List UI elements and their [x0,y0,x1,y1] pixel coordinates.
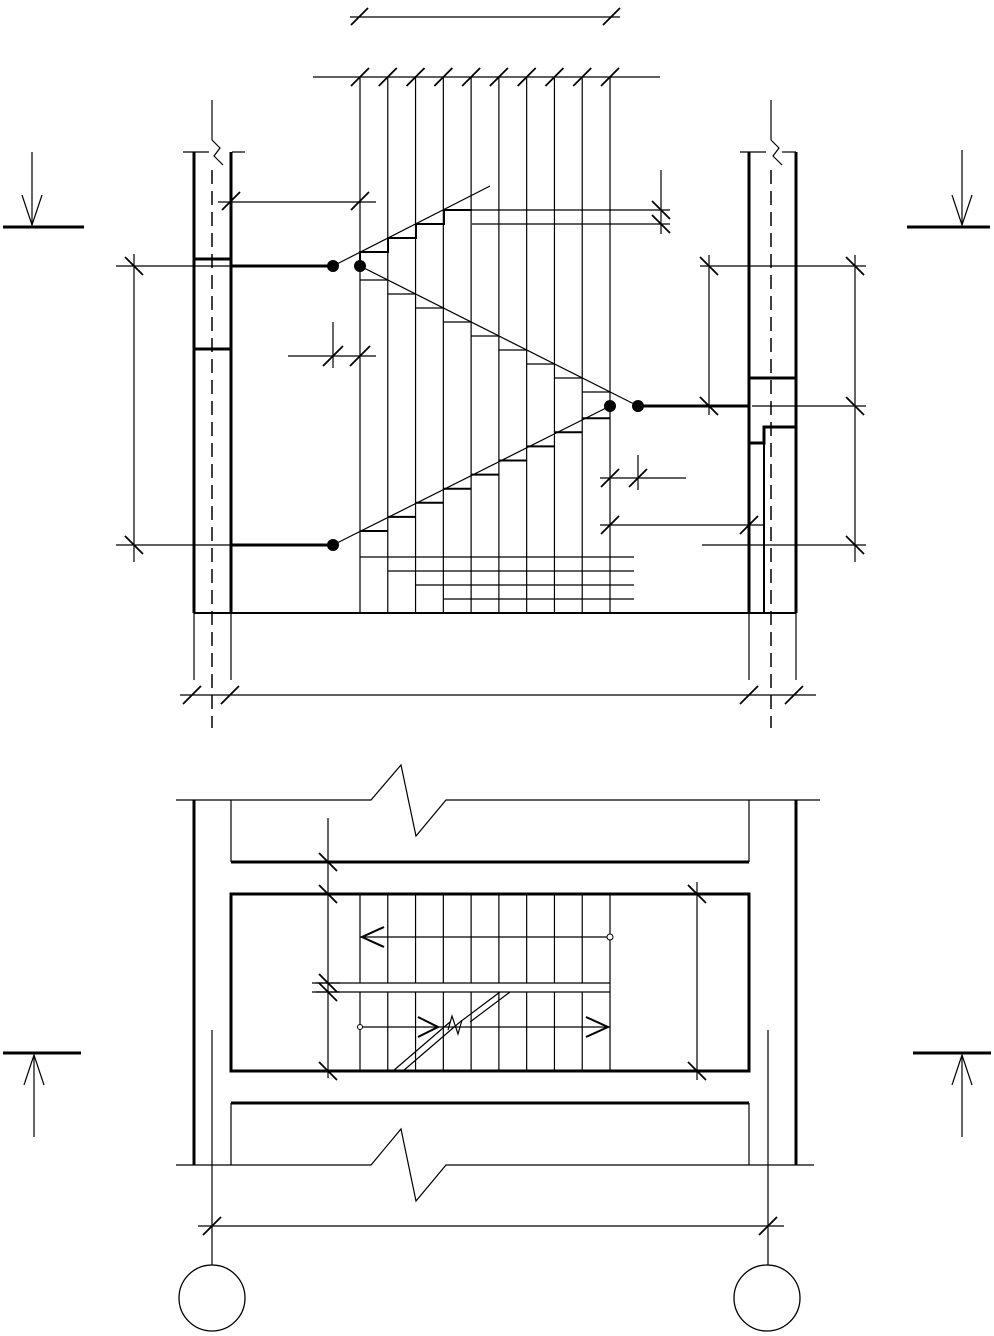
left-wall [183,100,245,728]
plan-top-room [230,800,750,864]
top-dimension-tick [489,67,509,87]
top-dimension-tick [433,67,453,87]
top-dimension-tick [350,67,370,87]
top-dimension-tick [600,67,620,87]
section-marker-left-top [3,152,84,229]
lower-flight-slope [332,405,611,546]
left-height-dimension [116,254,231,562]
plan-bottom-break-line [176,1127,814,1203]
top-dimension-tick [405,67,426,87]
plan-dimensions [316,818,707,1081]
top-dimension-tick [378,67,398,87]
section-marker-left-bottom [3,1051,81,1137]
up-flight-arrow [357,1016,611,1038]
node-upper-landing-right [354,260,366,272]
section-marker-right-bottom [913,1051,991,1137]
node-mid-landing-right [632,400,644,412]
base-hatch [360,556,634,600]
down-flight-arrow [359,926,614,948]
top-dimension-tick [572,67,592,87]
node-mid-landing-left [604,400,616,412]
plan-top-break-line [176,763,820,838]
plan-handrail [312,982,611,993]
plan-bottom-room [230,1101,750,1165]
tread-grid-lines [359,77,611,613]
bottom-width-dimension [180,685,816,705]
right-height-dimensions [699,255,866,562]
top-dimension-tick [461,67,481,87]
axis-bubble-right [733,1264,801,1332]
upper-flight-slope [359,265,639,407]
top-dimension-tick [544,67,565,87]
top-dimension-tick [517,67,537,87]
plan-tread-lines [359,894,611,1071]
plan-stairwell [229,892,751,1073]
plan-axis-dimension [198,1030,784,1265]
top-dimensions [313,7,660,87]
stair-section-elevation [116,7,866,728]
upper-rising-steps [332,185,491,267]
detail-dimensions [218,170,764,535]
stair-plan [176,763,820,1332]
node-upper-landing-left [327,260,339,272]
upper-flight-steps [360,279,610,393]
section-marker-right-top [907,150,990,229]
right-wall [740,100,798,728]
lower-flight-steps [360,417,610,532]
node-ground-landing [327,539,339,551]
axis-bubble-left [178,1264,246,1332]
plan-section-break [392,991,511,1072]
